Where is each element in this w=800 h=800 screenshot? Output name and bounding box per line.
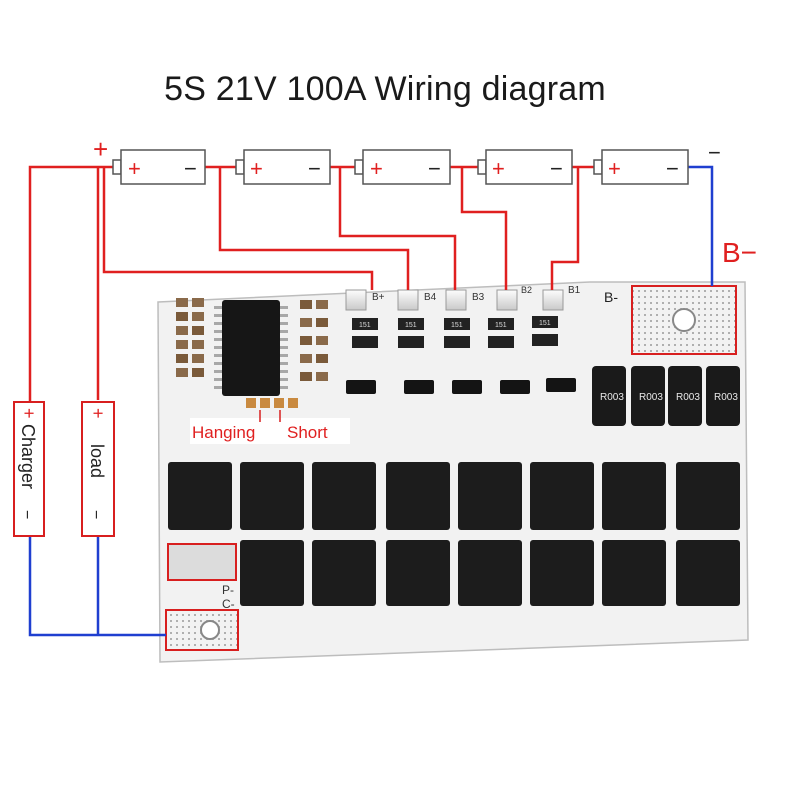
battery-cells	[112, 149, 689, 185]
charger-minus-label: −	[18, 510, 35, 519]
cell-minus-label: −	[308, 156, 321, 181]
load-box: + load −	[81, 401, 115, 537]
pad-b3	[445, 289, 467, 311]
c-minus-mount-hole	[200, 620, 220, 640]
balance-transistors	[346, 378, 576, 394]
battery-cell	[235, 149, 331, 185]
bminus-label: B−	[722, 237, 757, 268]
load-minus-label: −	[87, 510, 104, 519]
cell-minus-label: −	[428, 156, 441, 181]
p-minus-label: P-	[222, 583, 234, 597]
cell-minus-label: −	[184, 156, 197, 181]
pad-label-b3: B3	[472, 292, 485, 303]
pad-b1	[542, 289, 564, 311]
resistor-code: 151	[451, 322, 463, 329]
battery-cell	[354, 149, 451, 185]
p-minus-pad	[167, 543, 237, 581]
cell-plus-label: +	[608, 156, 621, 181]
blue-wires	[28, 165, 714, 637]
battery-cell	[593, 149, 689, 185]
current-shunts	[592, 366, 740, 426]
charger-label: Charger	[18, 424, 38, 489]
control-ic	[222, 300, 280, 396]
pad-label-b4: B4	[424, 292, 437, 303]
pack-plus-label: +	[93, 134, 108, 164]
cell-minus-label: −	[666, 156, 679, 181]
pad-label-b1: B1	[568, 285, 581, 296]
pad-label-b2: B2	[521, 285, 532, 295]
short-label: Short	[287, 423, 328, 442]
cell-plus-label: +	[492, 156, 505, 181]
cell-plus-label: +	[128, 156, 141, 181]
pad-b4	[397, 289, 419, 311]
shunt-label: R003	[639, 392, 663, 403]
cell-plus-label: +	[370, 156, 383, 181]
cell-minus-label: −	[550, 156, 563, 181]
mosfet-row-bottom	[240, 540, 740, 606]
pad-label-bminus: B-	[604, 289, 618, 305]
battery-cell	[112, 149, 206, 185]
c-minus-label: C-	[222, 597, 235, 611]
passive-components	[176, 298, 328, 381]
shunt-label: R003	[714, 392, 738, 403]
pack-minus-label: −	[708, 140, 721, 165]
switch-labels: Hanging Short	[190, 410, 350, 444]
shunt-label: R003	[600, 392, 624, 403]
charger-plus-label: +	[19, 408, 39, 419]
pad-bplus	[345, 289, 367, 311]
jumper-pads	[246, 398, 298, 408]
bminus-mount-hole	[672, 308, 696, 332]
mosfet-row-top	[168, 462, 740, 530]
hanging-label: Hanging	[192, 423, 255, 442]
pad-b2	[496, 289, 518, 311]
cell-plus-label: +	[250, 156, 263, 181]
pad-label-bplus: B+	[372, 292, 385, 303]
battery-cell	[477, 149, 573, 185]
resistor-code: 151	[539, 320, 551, 327]
load-plus-label: +	[88, 408, 108, 419]
bms-board: B+ B4 B3 B2 B1 B- 151 151 151 151 151	[157, 281, 749, 663]
shunt-label: R003	[676, 392, 700, 403]
load-label: load	[87, 444, 107, 478]
resistor-code: 151	[495, 322, 507, 329]
charger-box: + Charger −	[13, 401, 45, 537]
balance-resistors	[352, 316, 558, 348]
resistor-code: 151	[359, 322, 371, 329]
resistor-code: 151	[405, 322, 417, 329]
diagram-title: 5S 21V 100A Wiring diagram	[164, 70, 606, 108]
